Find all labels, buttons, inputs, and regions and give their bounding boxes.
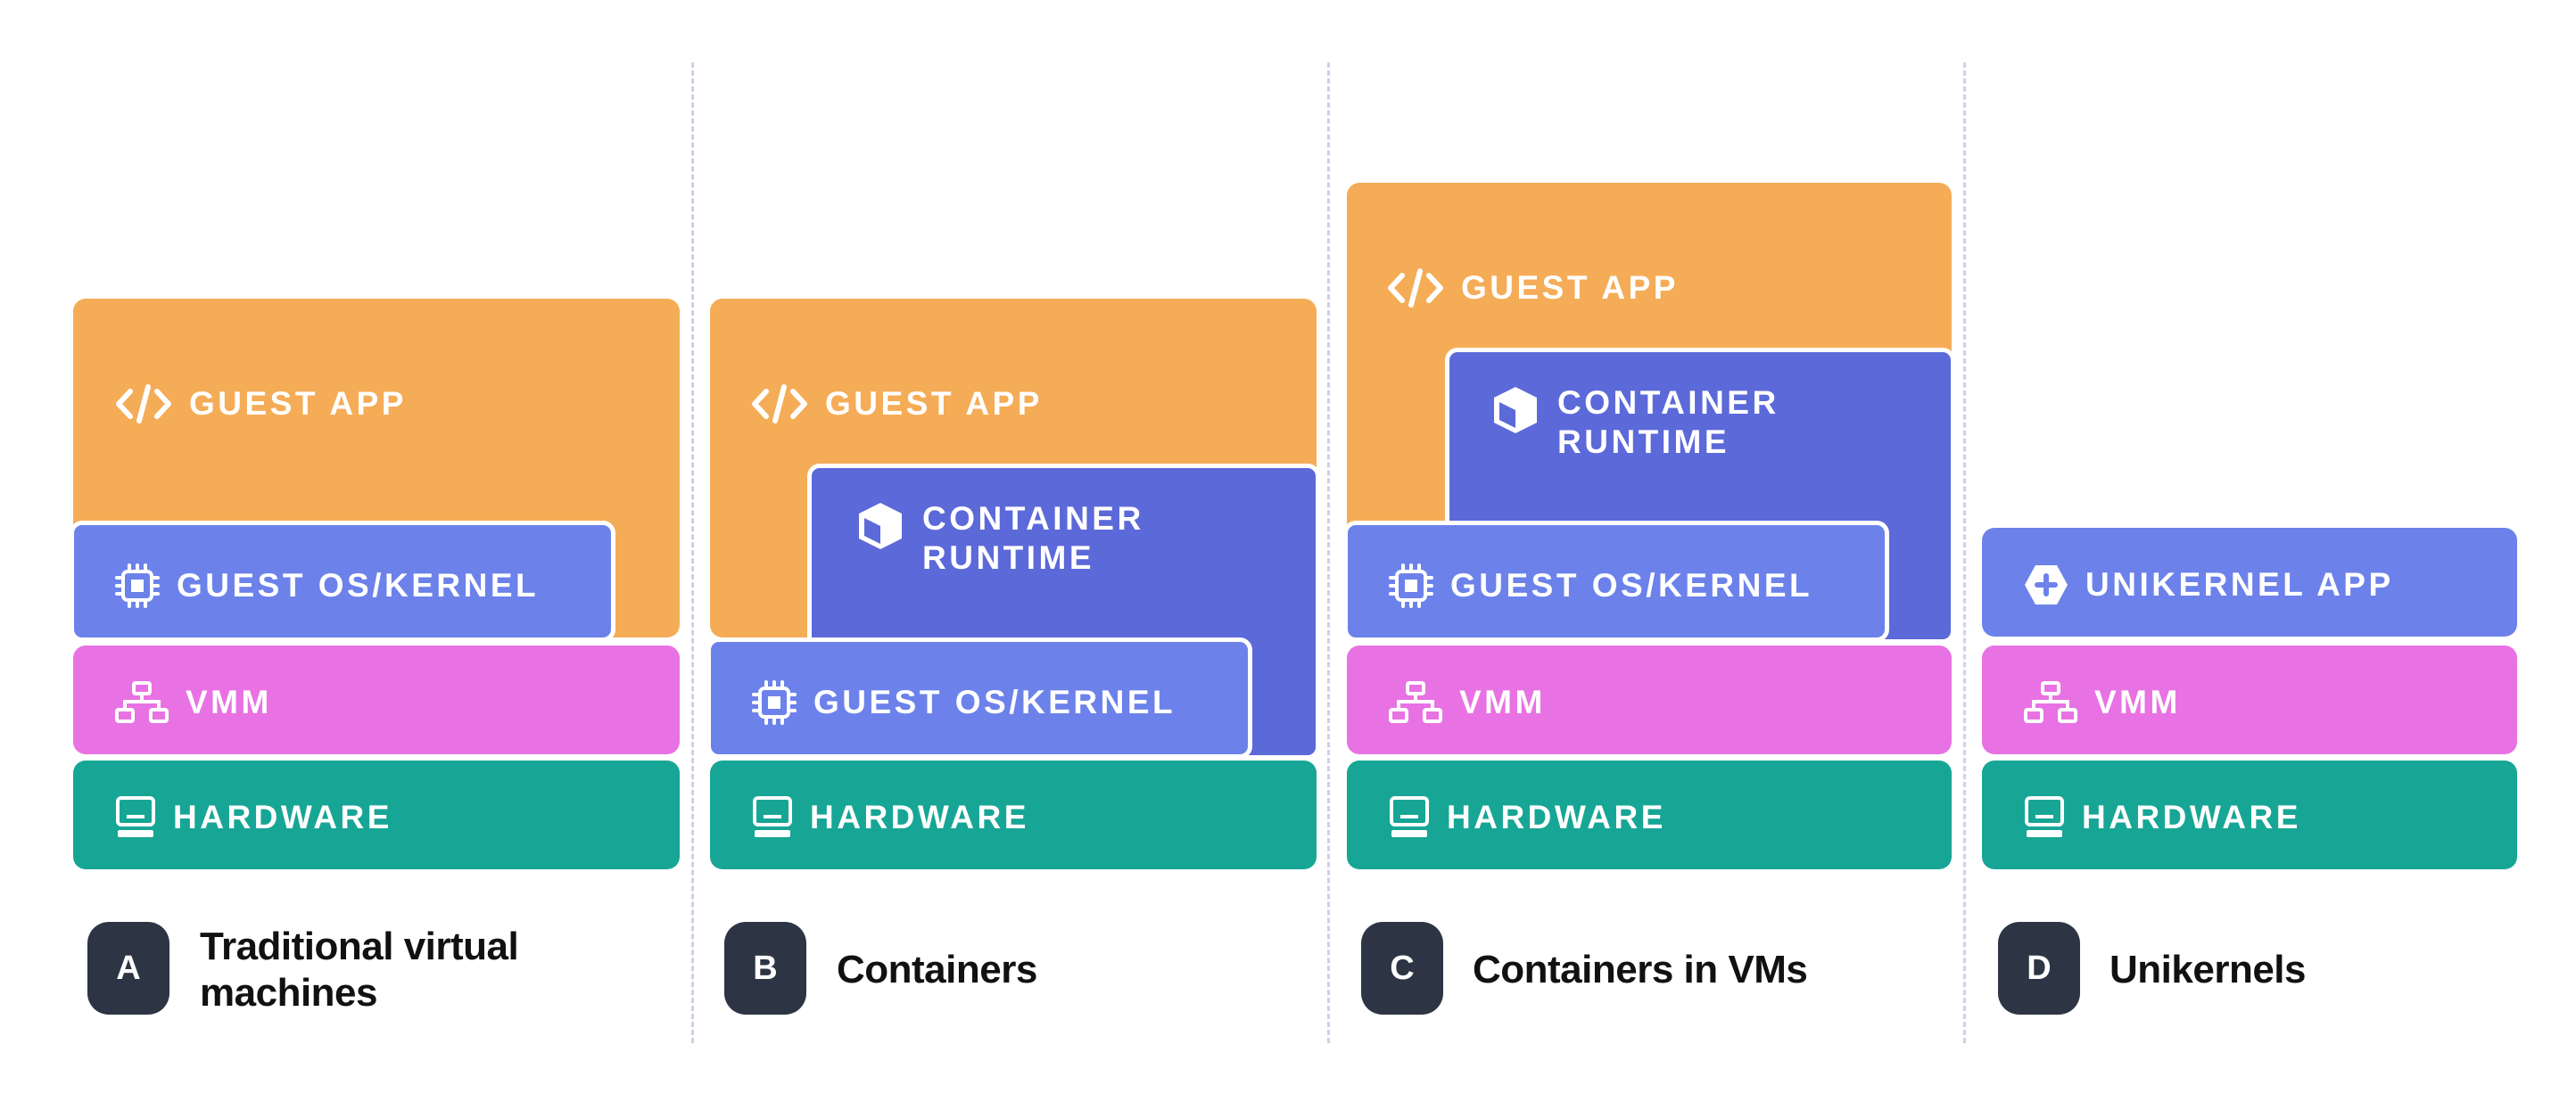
guest-app-label: GUEST APP — [114, 383, 407, 424]
column-caption: Containers in VMs — [1473, 948, 1808, 991]
column-caption: Containers — [837, 948, 1037, 991]
guest-os-block — [706, 637, 1252, 759]
guest-os-label: GUEST OS/KERNEL — [114, 563, 539, 609]
cube-icon — [1494, 387, 1537, 433]
hardware-label: HARDWARE — [751, 795, 1029, 840]
hardware-label: HARDWARE — [1388, 795, 1666, 840]
hardware-block — [73, 761, 680, 869]
hardware-label: HARDWARE — [2023, 795, 2301, 840]
code-icon — [1388, 268, 1443, 308]
guest-app-label: GUEST APP — [1386, 267, 1679, 308]
vmm-label: VMM — [2023, 680, 2181, 725]
guest-os-block — [70, 521, 615, 642]
guest-app-label: GUEST APP — [750, 383, 1043, 424]
computer-icon — [2025, 796, 2064, 837]
chip-icon — [1389, 563, 1433, 608]
guest-os-label: GUEST OS/KERNEL — [1388, 563, 1812, 609]
network-icon — [115, 681, 169, 723]
computer-icon — [1390, 796, 1429, 837]
hexagon-plus-icon — [2025, 565, 2068, 604]
vmm-label: VMM — [1388, 680, 1546, 725]
column-divider — [1963, 62, 1966, 1043]
unikernel-app-label: UNIKERNEL APP — [2023, 563, 2394, 607]
hardware-block — [710, 761, 1317, 869]
vmm-block — [1347, 646, 1952, 754]
column-caption: Traditional virtual machines — [200, 925, 519, 1015]
vmm-label: VMM — [114, 680, 272, 725]
hardware-block — [1982, 761, 2517, 869]
column-badge: C — [1361, 922, 1443, 1015]
column-caption: Unikernels — [2110, 948, 2306, 991]
cube-icon — [859, 503, 902, 549]
vmm-block — [73, 646, 680, 754]
chip-icon — [752, 680, 797, 725]
code-icon — [752, 384, 807, 424]
computer-icon — [116, 796, 155, 837]
unikernel-app-block — [1982, 528, 2517, 637]
hardware-label: HARDWARE — [114, 795, 392, 840]
column-badge: D — [1998, 922, 2080, 1015]
container-runtime-label: CONTAINER RUNTIME — [1490, 383, 1807, 462]
guest-os-block — [1343, 521, 1889, 642]
chip-icon — [115, 563, 160, 608]
column-divider — [1327, 62, 1330, 1043]
hardware-block — [1347, 761, 1952, 869]
guest-os-label: GUEST OS/KERNEL — [751, 679, 1176, 726]
network-icon — [1389, 681, 1442, 723]
computer-icon — [753, 796, 792, 837]
column-divider — [691, 62, 694, 1043]
container-runtime-label: CONTAINER RUNTIME — [855, 499, 1172, 578]
code-icon — [116, 384, 171, 424]
network-icon — [2024, 681, 2077, 723]
column-badge: A — [87, 922, 169, 1015]
vmm-block — [1982, 646, 2517, 754]
column-badge: B — [724, 922, 806, 1015]
